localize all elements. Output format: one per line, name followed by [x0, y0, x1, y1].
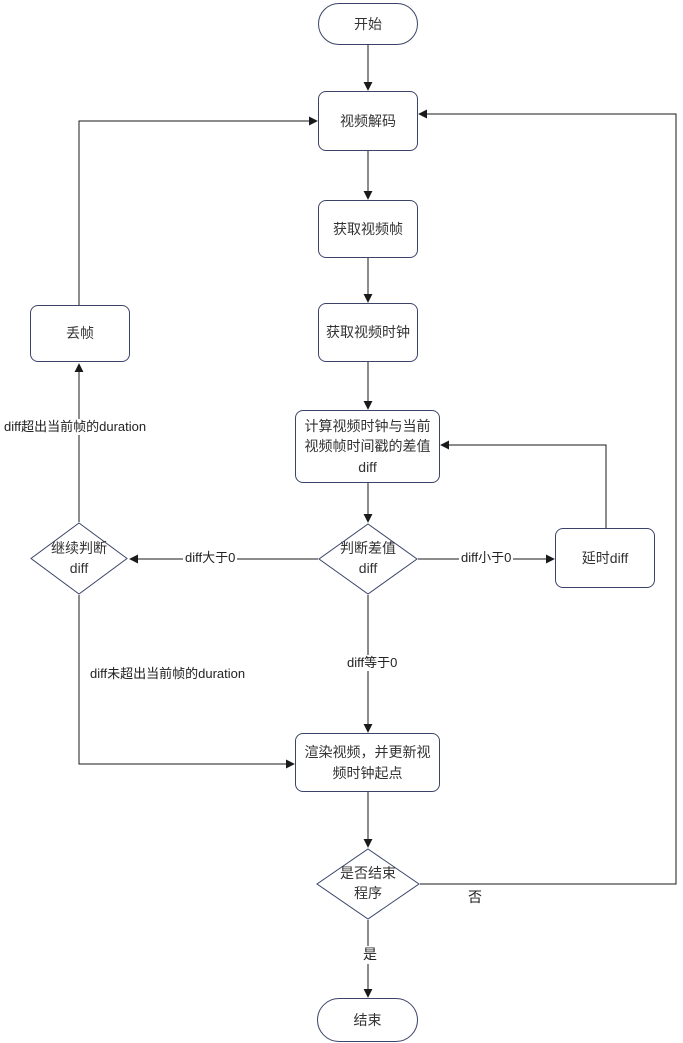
node-delay-diff[interactable]: 延时diff: [555, 528, 655, 588]
node-render-label: 渲染视频，并更新视频时钟起点: [304, 744, 431, 781]
node-end-label: 结束: [353, 1011, 382, 1028]
decision-diamond-shape: [316, 848, 420, 920]
decision-diamond-shape: [318, 523, 418, 595]
edge-label-diff-less-than-0: diff小于0: [459, 550, 514, 567]
edge-label-diff-not-exceed-duration: diff未超出当前帧的duration: [88, 666, 248, 683]
node-judge-diff-label: 判断差值 diff: [340, 540, 396, 576]
node-start-label: 开始: [354, 15, 382, 32]
node-get-frame[interactable]: 获取视频帧: [318, 200, 418, 258]
node-continue-judge-label: 继续判断 diff: [51, 539, 107, 576]
node-decode[interactable]: 视频解码: [318, 91, 418, 151]
edge-delaydiff-calcdiff: [440, 440, 607, 528]
node-end-check[interactable]: 是否结束程序: [316, 848, 420, 920]
edge-label-diff-exceeds-duration: diff超出当前帧的duration: [2, 419, 149, 436]
edge-dropframe-decode: [78, 116, 318, 305]
node-calc-diff[interactable]: 计算视频时钟与当前视频帧时间戳的差值diff: [295, 410, 440, 483]
node-get-clock[interactable]: 获取视频时钟: [318, 303, 418, 362]
node-delay-diff-label: 延时diff: [581, 549, 629, 566]
node-start[interactable]: 开始: [318, 3, 418, 45]
node-end[interactable]: 结束: [317, 998, 418, 1042]
decision-diamond-shape: [30, 522, 128, 595]
edge-label-no: 否: [466, 889, 484, 907]
node-render[interactable]: 渲染视频，并更新视频时钟起点: [295, 733, 440, 792]
edge-label-diff-equals-0: diff等于0: [345, 655, 400, 672]
node-drop-frame[interactable]: 丢帧: [30, 305, 130, 362]
node-end-check-label: 是否结束程序: [340, 865, 396, 901]
node-continue-judge[interactable]: 继续判断 diff: [30, 522, 128, 595]
node-get-clock-label: 获取视频时钟: [326, 324, 410, 341]
edge-continuejudge-render: [78, 595, 295, 769]
node-get-frame-label: 获取视频帧: [333, 220, 403, 237]
node-judge-diff[interactable]: 判断差值 diff: [318, 523, 418, 595]
node-drop-frame-label: 丢帧: [66, 325, 94, 342]
node-decode-label: 视频解码: [340, 112, 396, 129]
edge-endcheck-decode-no: [418, 109, 677, 885]
node-calc-diff-label: 计算视频时钟与当前视频帧时间戳的差值diff: [304, 418, 431, 475]
edge-label-diff-greater-than-0: diff大于0: [183, 550, 238, 567]
edge-label-yes: 是: [361, 946, 379, 964]
